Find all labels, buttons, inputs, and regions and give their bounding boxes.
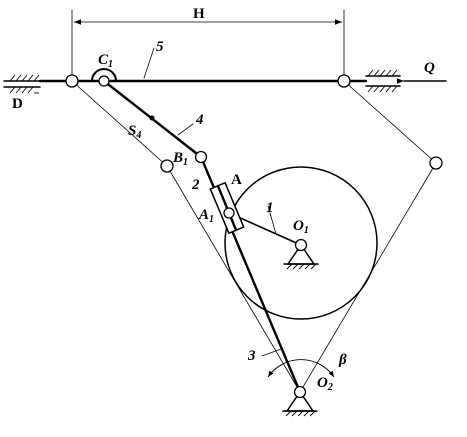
label-link-4: 4 [195, 112, 204, 128]
leader-link-4 [177, 123, 194, 136]
label-link-3: 3 [247, 348, 256, 364]
label-link-5: 5 [156, 39, 164, 55]
joint-right-alt [429, 156, 443, 170]
label-d: D [12, 96, 23, 112]
support-o2 [282, 385, 318, 417]
crank-circle [224, 166, 378, 320]
label-h: H [193, 6, 205, 22]
joint-a1 [223, 207, 235, 219]
bearing-c1 [91, 68, 117, 82]
support-o1 [283, 238, 319, 270]
label-q: Q [424, 60, 435, 76]
label-link-2: 2 [191, 177, 200, 193]
alternate-position-lines [71, 80, 437, 393]
joint-right-extreme [337, 74, 351, 88]
label-a1: A1 [198, 207, 214, 225]
label-beta: β [338, 352, 347, 368]
alt-link-3-right [299, 162, 437, 393]
joint-o2 [293, 385, 307, 399]
label-s4: S4 [128, 123, 141, 141]
leader-link-3 [261, 348, 282, 357]
label-b1: B1 [172, 150, 188, 168]
center-of-mass-s4 [149, 115, 155, 121]
alt-link-4-left [71, 80, 168, 167]
ground-guide-right [365, 69, 401, 93]
alt-link-4-right [343, 80, 437, 164]
joint-left-extreme [65, 74, 79, 88]
label-o2: O2 [317, 375, 333, 393]
label-a: A [231, 172, 242, 188]
angle-beta-arc [267, 359, 335, 378]
ground-guide-left [3, 74, 41, 94]
label-o1: O1 [293, 218, 309, 236]
joint-b1 [194, 150, 208, 164]
joint-c1 [98, 75, 110, 87]
joint-left-alt [160, 159, 174, 173]
leader-link-1 [267, 205, 277, 235]
joint-o1 [294, 238, 308, 252]
dimension-h: H [71, 6, 345, 81]
leader-link-5 [143, 47, 155, 79]
label-c1: C1 [98, 52, 113, 70]
link-1-crank [228, 212, 302, 246]
label-link-1: 1 [266, 200, 274, 216]
